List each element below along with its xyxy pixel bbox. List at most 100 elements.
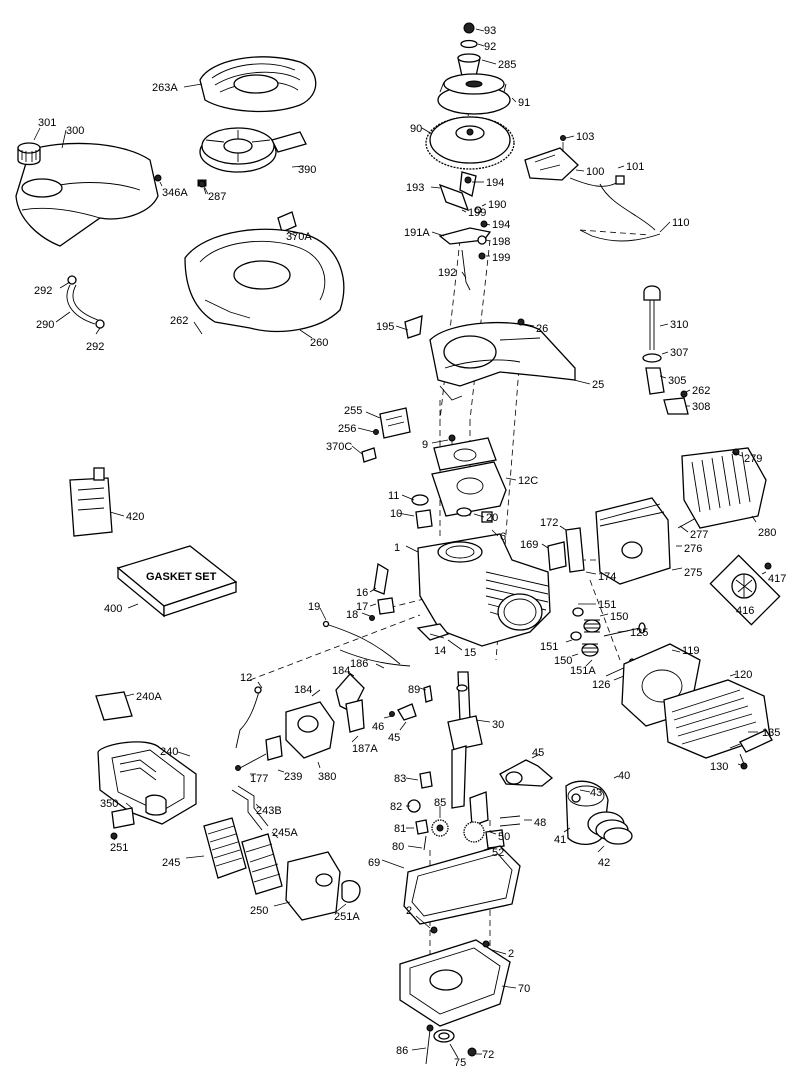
flywheel-nut-stack bbox=[457, 22, 481, 77]
callout-label-417: 417 bbox=[768, 573, 786, 585]
callout-label-263a: 263A bbox=[152, 82, 178, 94]
sump-seal-parts bbox=[425, 1024, 477, 1065]
callout-label-151: 151 bbox=[598, 599, 616, 611]
flywheel bbox=[425, 116, 515, 170]
callout-label-150: 150 bbox=[610, 611, 628, 623]
callout-label-92: 92 bbox=[484, 41, 496, 53]
callout-label-1: 1 bbox=[394, 542, 400, 554]
callout-label-194: 194 bbox=[486, 177, 504, 189]
callout-label-70: 70 bbox=[518, 983, 530, 995]
callout-label-390: 390 bbox=[298, 164, 316, 176]
rod-bolts bbox=[485, 815, 521, 849]
air-cleaner-base bbox=[97, 741, 197, 840]
callout-label-40: 40 bbox=[618, 770, 630, 782]
callout-label-150: 150 bbox=[554, 655, 572, 667]
air-cleaner-cover bbox=[285, 851, 361, 921]
callout-label-75: 75 bbox=[454, 1057, 466, 1069]
callout-label-119: 119 bbox=[682, 645, 700, 657]
air-filter-element bbox=[203, 817, 283, 895]
callout-label-110: 110 bbox=[672, 217, 690, 229]
callout-label-6: 6 bbox=[500, 531, 506, 543]
callout-label-50: 50 bbox=[498, 831, 510, 843]
callout-label-308: 308 bbox=[692, 401, 710, 413]
callout-label-191a: 191A bbox=[404, 227, 430, 239]
piston-assembly bbox=[565, 780, 633, 845]
callout-label-187a: 187A bbox=[352, 743, 378, 755]
fuel-line bbox=[66, 275, 105, 329]
callout-label-370a: 370A bbox=[286, 231, 312, 243]
callout-label-276: 276 bbox=[684, 543, 702, 555]
callout-label-81: 81 bbox=[394, 823, 406, 835]
callout-label-174: 174 bbox=[598, 571, 616, 583]
callout-label-172: 172 bbox=[540, 517, 558, 529]
callout-label-300: 300 bbox=[66, 125, 84, 137]
callout-label-251a: 251A bbox=[334, 911, 360, 923]
callout-label-30: 30 bbox=[492, 719, 504, 731]
cam-parts bbox=[339, 623, 450, 667]
callout-label-262: 262 bbox=[692, 385, 710, 397]
callout-label-280: 280 bbox=[758, 527, 776, 539]
callout-label-184: 184 bbox=[294, 684, 312, 696]
callout-label-151a: 151A bbox=[570, 665, 596, 677]
callout-label-17: 17 bbox=[356, 601, 368, 613]
callout-label-93: 93 bbox=[484, 25, 496, 37]
breather-parts bbox=[411, 494, 493, 529]
engine-base-bracket bbox=[404, 315, 576, 401]
callout-label-256: 256 bbox=[338, 423, 356, 435]
spark-plug bbox=[729, 729, 773, 770]
callout-label-251: 251 bbox=[110, 842, 128, 854]
carb-gaskets bbox=[431, 434, 507, 517]
exhaust-gasket bbox=[547, 527, 585, 573]
callout-label-11: 11 bbox=[388, 490, 399, 502]
oil-sump bbox=[399, 926, 511, 1027]
choke-plate bbox=[95, 691, 133, 721]
callout-label-301: 301 bbox=[38, 117, 56, 129]
camshaft bbox=[463, 791, 489, 843]
callout-label-48: 48 bbox=[534, 817, 546, 829]
blower-housing bbox=[184, 228, 345, 333]
callout-label-12c: 12C bbox=[518, 475, 538, 487]
callout-label-89: 89 bbox=[408, 684, 420, 696]
callout-label-184: 184 bbox=[332, 665, 350, 677]
callout-label-43: 43 bbox=[590, 787, 602, 799]
callout-label-80: 80 bbox=[392, 841, 404, 853]
callout-label-83: 83 bbox=[394, 773, 406, 785]
ignition-module bbox=[524, 135, 661, 242]
breather-tube bbox=[231, 785, 269, 831]
callout-label-169: 169 bbox=[520, 539, 538, 551]
callout-label-240a: 240A bbox=[136, 691, 162, 703]
callout-label-292: 292 bbox=[86, 341, 104, 353]
callout-label-135: 135 bbox=[762, 727, 780, 739]
callout-label-305: 305 bbox=[668, 375, 686, 387]
callout-label-245a: 245A bbox=[272, 827, 298, 839]
callout-label-46: 46 bbox=[372, 721, 384, 733]
callout-label-19: 19 bbox=[308, 601, 320, 613]
callout-label-26: 26 bbox=[536, 323, 548, 335]
oil-bottle bbox=[69, 467, 113, 537]
callout-label-199: 199 bbox=[468, 207, 486, 219]
callout-label-287: 287 bbox=[208, 191, 226, 203]
connecting-rod bbox=[499, 759, 554, 787]
callout-label-120: 120 bbox=[734, 669, 752, 681]
callout-label-151: 151 bbox=[540, 641, 558, 653]
callout-label-245: 245 bbox=[162, 857, 180, 869]
callout-label-125: 125 bbox=[630, 627, 648, 639]
gasket-set-box: GASKET SET bbox=[116, 545, 238, 618]
callout-label-400: 400 bbox=[104, 603, 122, 615]
oil-fill-assembly bbox=[642, 285, 689, 415]
callout-label-130: 130 bbox=[710, 761, 728, 773]
callout-label-52: 52 bbox=[492, 847, 504, 859]
callout-label-240: 240 bbox=[160, 746, 178, 758]
blower-housing-cover bbox=[199, 56, 317, 113]
callout-label-310: 310 bbox=[670, 319, 688, 331]
callout-label-2: 2 bbox=[508, 948, 514, 960]
fuel-tank bbox=[15, 142, 159, 247]
flywheel-fan bbox=[437, 73, 511, 115]
callout-label-42: 42 bbox=[598, 857, 610, 869]
callout-label-25: 25 bbox=[592, 379, 604, 391]
callout-label-126: 126 bbox=[592, 679, 610, 691]
callout-label-350: 350 bbox=[100, 798, 118, 810]
callout-label-12: 12 bbox=[240, 672, 252, 684]
